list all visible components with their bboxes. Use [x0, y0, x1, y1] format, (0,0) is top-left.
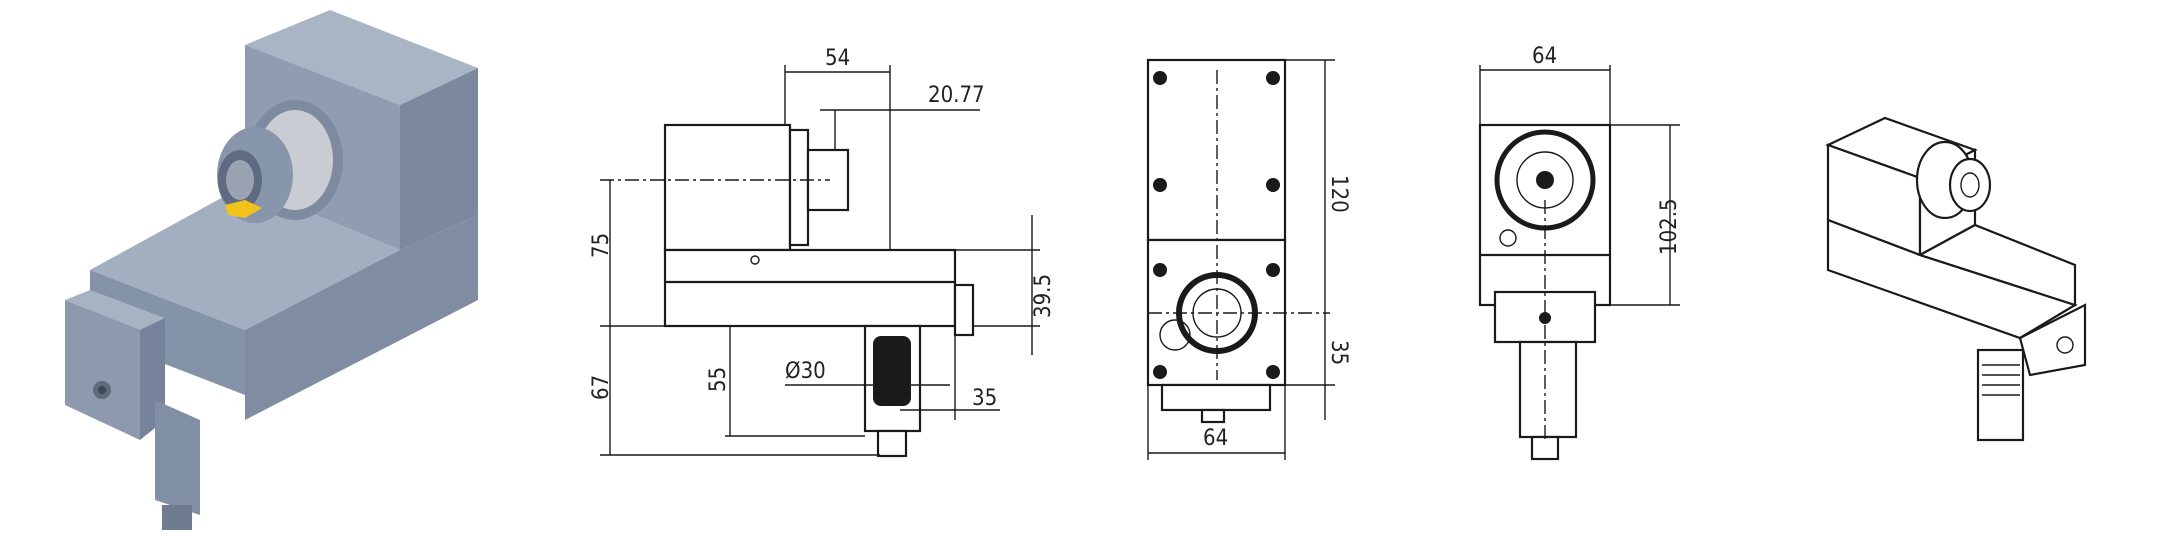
- rear-view-drawing: 64 102.5: [1478, 44, 1682, 461]
- dim-front-height: 120: [1326, 175, 1351, 213]
- dim-offset: 20.77: [928, 83, 985, 108]
- iso-line-graphic: [1825, 116, 2087, 442]
- front-view: 120 35 64: [1120, 0, 1380, 540]
- dim-height-lower: 67: [589, 375, 614, 400]
- side-view-drawing: 54 20.77 75 67 55 Ø30 35: [589, 46, 1056, 458]
- dim-front-lower: 35: [1326, 340, 1351, 365]
- side-view: 54 20.77 75 67 55 Ø30 35: [580, 0, 1060, 540]
- dim-shank-length: 55: [706, 367, 731, 392]
- rear-view: 64 102.5: [1440, 0, 1720, 540]
- isometric-render: [0, 0, 560, 540]
- front-view-drawing: 120 35 64: [1146, 58, 1351, 460]
- dim-height-upper: 75: [589, 233, 614, 258]
- isometric-line-drawing: [1800, 0, 2140, 540]
- dim-shank-diameter: Ø30: [785, 359, 826, 384]
- dim-rear-height: 102.5: [1657, 198, 1682, 255]
- dim-top-width: 54: [825, 46, 850, 71]
- dim-rear-width: 64: [1532, 44, 1557, 69]
- dim-front-width: 64: [1203, 426, 1228, 451]
- dim-flange-height: 39.5: [1031, 274, 1056, 318]
- dim-shank-offset: 35: [972, 386, 997, 411]
- render-3d-graphic: [65, 10, 478, 530]
